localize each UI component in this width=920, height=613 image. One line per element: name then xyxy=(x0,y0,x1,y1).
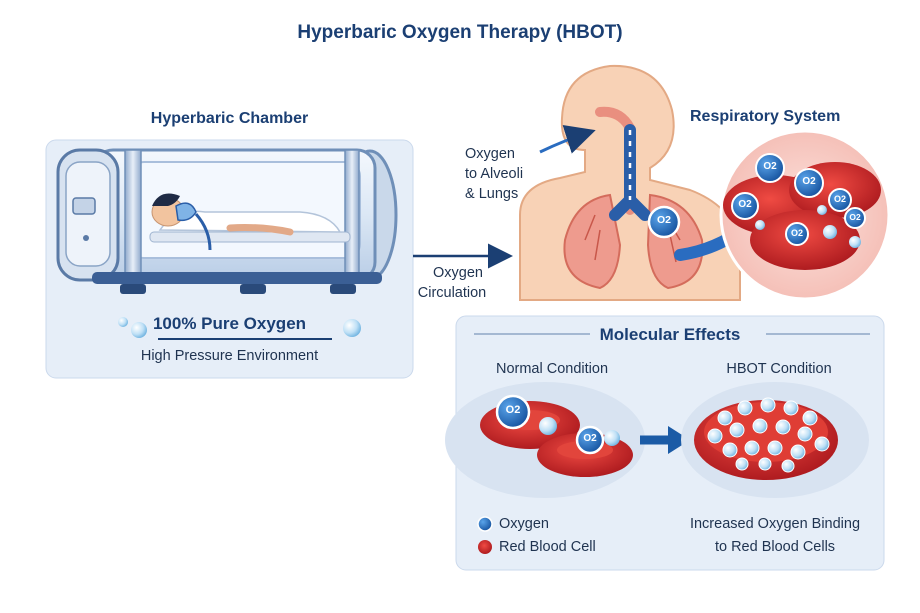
bubble-icon xyxy=(118,317,128,327)
chamber-heading: Hyperbaric Chamber xyxy=(150,110,309,127)
pure-oxygen-underline xyxy=(158,338,332,340)
legend-oxygen-icon xyxy=(477,516,493,532)
respiratory-heading: Respiratory System xyxy=(690,108,841,125)
hyperbaric-chamber-illustration xyxy=(56,148,398,294)
alveoli-label-line2: to Alveoli xyxy=(465,166,524,182)
legend-rbc-label: Red Blood Cell xyxy=(499,539,596,555)
alveoli-label-line3: & Lungs xyxy=(465,186,519,202)
normal-condition-label: Normal Condition xyxy=(495,361,609,377)
o2-label: O2 xyxy=(833,194,846,204)
o2-label: O2 xyxy=(763,161,777,172)
o2-label: O2 xyxy=(656,214,671,226)
human-torso-illustration xyxy=(519,64,741,301)
molecular-heading: Molecular Effects xyxy=(599,325,741,344)
environment-label: High Pressure Environment xyxy=(140,348,319,364)
pure-oxygen-label: 100% Pure Oxygen xyxy=(152,314,307,333)
bubble-icon xyxy=(131,322,147,338)
o2-label: O2 xyxy=(505,404,521,416)
hbot-condition-cell xyxy=(681,382,869,498)
normal-condition-cells xyxy=(445,382,645,498)
o2-label: O2 xyxy=(849,212,861,222)
inhale-arrow xyxy=(539,125,596,154)
hbot-condition-label: HBOT Condition xyxy=(726,361,832,377)
legend-rbc-icon xyxy=(478,540,492,554)
page-title: Hyperbaric Oxygen Therapy (HBOT) xyxy=(297,22,623,43)
result-label-line2: to Red Blood Cells xyxy=(714,539,836,555)
circulation-label-line1: Oxygen xyxy=(433,265,483,281)
o2-label: O2 xyxy=(790,228,803,238)
alveoli-label-line1: Oxygen xyxy=(465,146,515,162)
legend-oxygen-label: Oxygen xyxy=(499,516,549,532)
circulation-label-line2: Circulation xyxy=(417,285,487,301)
o2-label: O2 xyxy=(583,433,597,444)
result-label-line1: Increased Oxygen Binding xyxy=(689,516,861,532)
bubble-icon xyxy=(343,319,361,337)
blood-magnified-view xyxy=(719,129,891,301)
o2-label: O2 xyxy=(802,176,816,187)
o2-molecule-icon xyxy=(647,205,681,239)
o2-label: O2 xyxy=(738,199,752,210)
